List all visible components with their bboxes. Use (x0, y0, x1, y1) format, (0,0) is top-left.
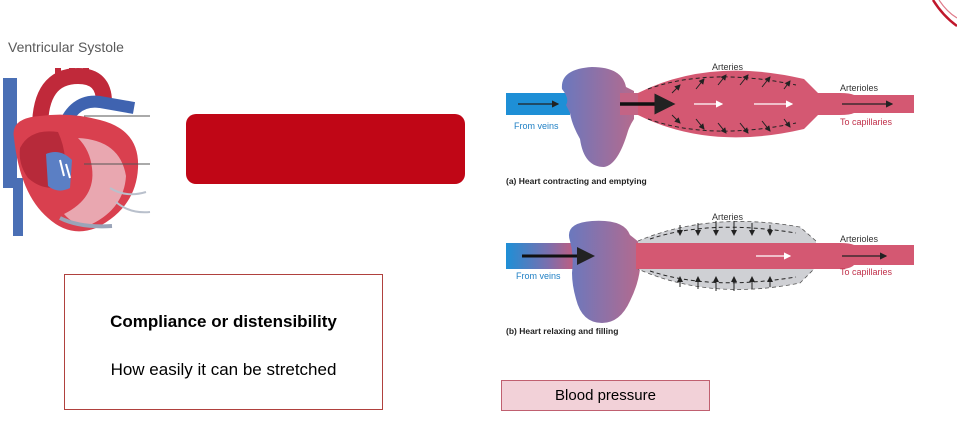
corner-swoosh-decoration (931, 0, 957, 28)
panel-b-arterioles-label: Arterioles (840, 234, 879, 244)
panel-b-to-capillaries-label: To capillaries (840, 267, 893, 277)
panel-a-arterioles-label: Arterioles (840, 83, 879, 93)
highlight-box (186, 114, 465, 184)
panel-a-heart-contracting: Arteries Arterioles From veins To capill… (506, 62, 914, 186)
panel-a-to-capillaries-label: To capillaries (840, 117, 893, 127)
blood-pressure-label: Blood pressure (501, 380, 710, 411)
panel-b-caption: (b) Heart relaxing and filling (506, 326, 618, 336)
panel-b-from-veins-label: From veins (516, 271, 561, 281)
panel-b-arteries-label: Arteries (712, 212, 744, 222)
compliance-box: Compliance or distensibility How easily … (64, 274, 383, 410)
compliance-heading: Compliance or distensibility (110, 312, 337, 331)
heart-illustration (3, 68, 151, 236)
panel-a-arteries-label: Arteries (712, 62, 744, 72)
compliance-description: How easily it can be stretched (110, 360, 337, 379)
slide-title: Ventricular Systole (8, 39, 124, 55)
panel-a-from-veins-label: From veins (514, 121, 559, 131)
panel-b-heart-relaxing: Arteries Arterioles From veins To capill… (506, 212, 914, 336)
heart-artery-diagram: Arteries Arterioles From veins To capill… (506, 62, 914, 336)
panel-a-caption: (a) Heart contracting and emptying (506, 176, 647, 186)
